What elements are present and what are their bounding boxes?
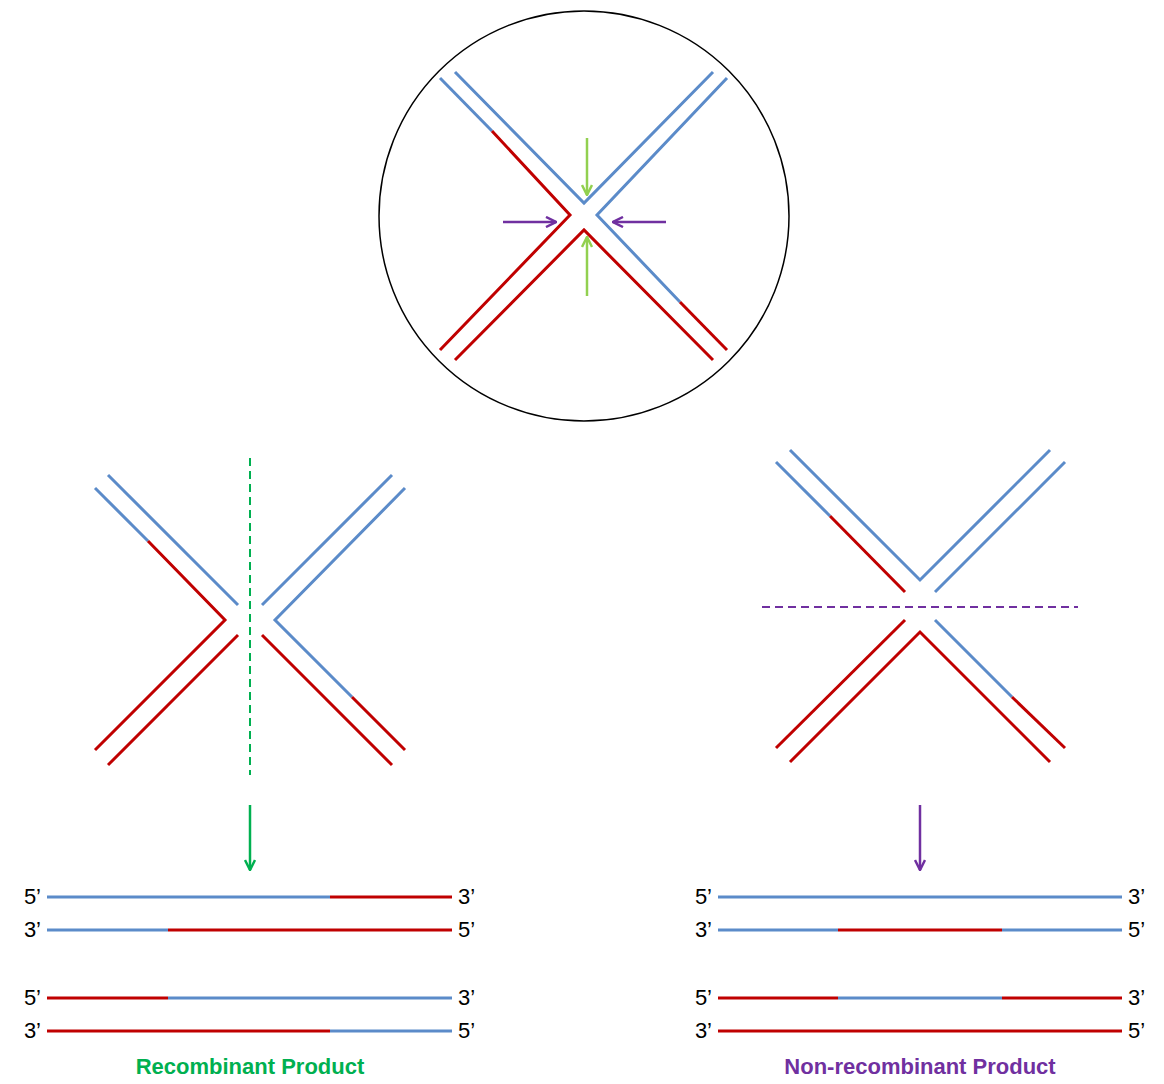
horizontal-cut-junction	[762, 450, 1078, 762]
strand-end-label: 5’	[695, 886, 712, 908]
strand-end-label: 5’	[24, 886, 41, 908]
strand-end-label: 3’	[695, 1020, 712, 1042]
strand-end-label: 5’	[1128, 1020, 1145, 1042]
strand-end-label: 3’	[1128, 987, 1145, 1009]
strand-end-label: 5’	[458, 1020, 475, 1042]
strand-end-label: 3’	[24, 1020, 41, 1042]
strand-end-label: 3’	[1128, 886, 1145, 908]
strand-end-label: 3’	[24, 919, 41, 941]
recombinant-duplexes	[47, 897, 452, 1031]
strand-end-label: 3’	[458, 886, 475, 908]
strand-end-label: 3’	[695, 919, 712, 941]
strand-end-label: 5’	[24, 987, 41, 1009]
vertical-cut-junction	[95, 458, 405, 775]
result-arrow	[249, 805, 252, 870]
non-recombinant-duplexes	[718, 897, 1122, 1031]
strand-end-label: 3’	[458, 987, 475, 1009]
product-caption: Recombinant Product	[136, 1056, 365, 1078]
strand-end-label: 5’	[458, 919, 475, 941]
result-arrow	[919, 805, 922, 870]
strand-end-label: 5’	[695, 987, 712, 1009]
product-caption: Non-recombinant Product	[784, 1056, 1055, 1078]
strand-end-label: 5’	[1128, 919, 1145, 941]
cleavage-arrows	[503, 138, 666, 296]
junction-strands	[440, 72, 727, 360]
junction-circle	[379, 11, 789, 421]
